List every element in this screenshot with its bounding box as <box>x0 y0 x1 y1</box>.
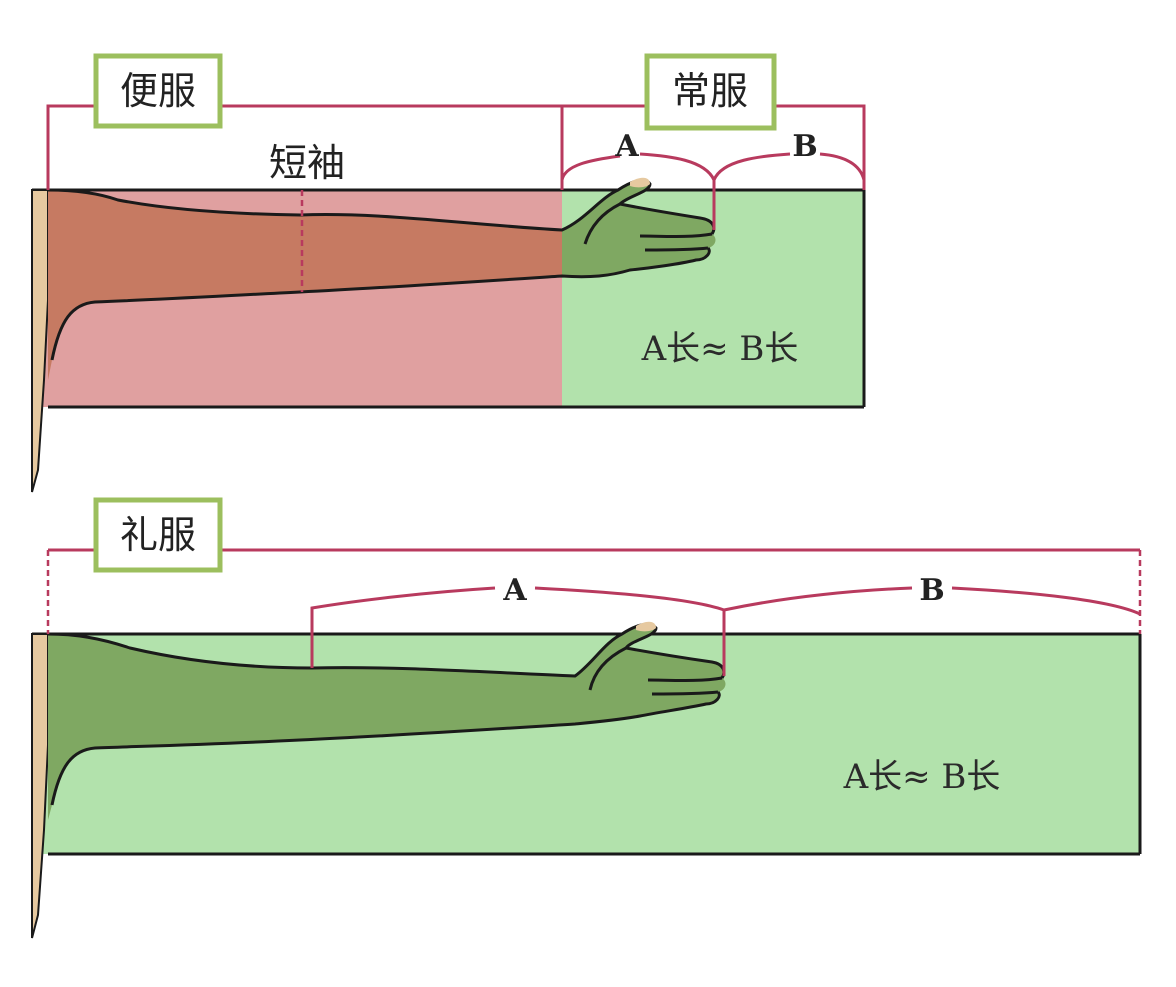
regular-label: 常服 <box>672 69 748 113</box>
short-sleeve-label: 短袖 <box>269 141 345 185</box>
torso-edge <box>31 189 49 493</box>
bottom-arm-bottom-outline <box>50 690 721 806</box>
top-equation: A长≈ B长 <box>641 329 799 369</box>
bottom-torso-edge <box>31 633 49 939</box>
casual-bracket <box>46 104 564 190</box>
regular-label-box <box>644 53 777 131</box>
top-mark-a: A <box>614 129 639 164</box>
bottom-b-bracket <box>723 586 1141 616</box>
arm-casual-part <box>48 190 562 380</box>
top-panel: 便服 常服 短袖 A B A长≈ B长 <box>31 53 866 493</box>
casual-label: 便服 <box>120 69 196 113</box>
bottom-equation: A长≈ B长 <box>843 757 1001 797</box>
casual-label-box <box>93 53 223 129</box>
fingers-outline <box>583 202 713 252</box>
hand-thumb-tip <box>630 177 650 188</box>
arm-regular-part <box>562 180 716 277</box>
bottom-a-bracket <box>310 586 726 676</box>
bottom-panel: 礼服 A B A长≈ B长 <box>31 497 1142 939</box>
formal-label: 礼服 <box>120 513 196 557</box>
top-mark-b: B <box>792 129 817 164</box>
bottom-arm-top-outline <box>47 622 726 679</box>
top-b-bracket <box>712 152 866 181</box>
arm-bottom-outline <box>50 246 711 361</box>
bottom-thumb-tip <box>636 621 656 632</box>
arm-top-outline <box>47 178 716 235</box>
bottom-mark-b: B <box>919 573 944 608</box>
formal-label-box <box>93 497 223 573</box>
bottom-arm <box>48 624 726 820</box>
bottom-mark-a: A <box>502 573 527 608</box>
bottom-fingers-outline <box>588 646 723 696</box>
